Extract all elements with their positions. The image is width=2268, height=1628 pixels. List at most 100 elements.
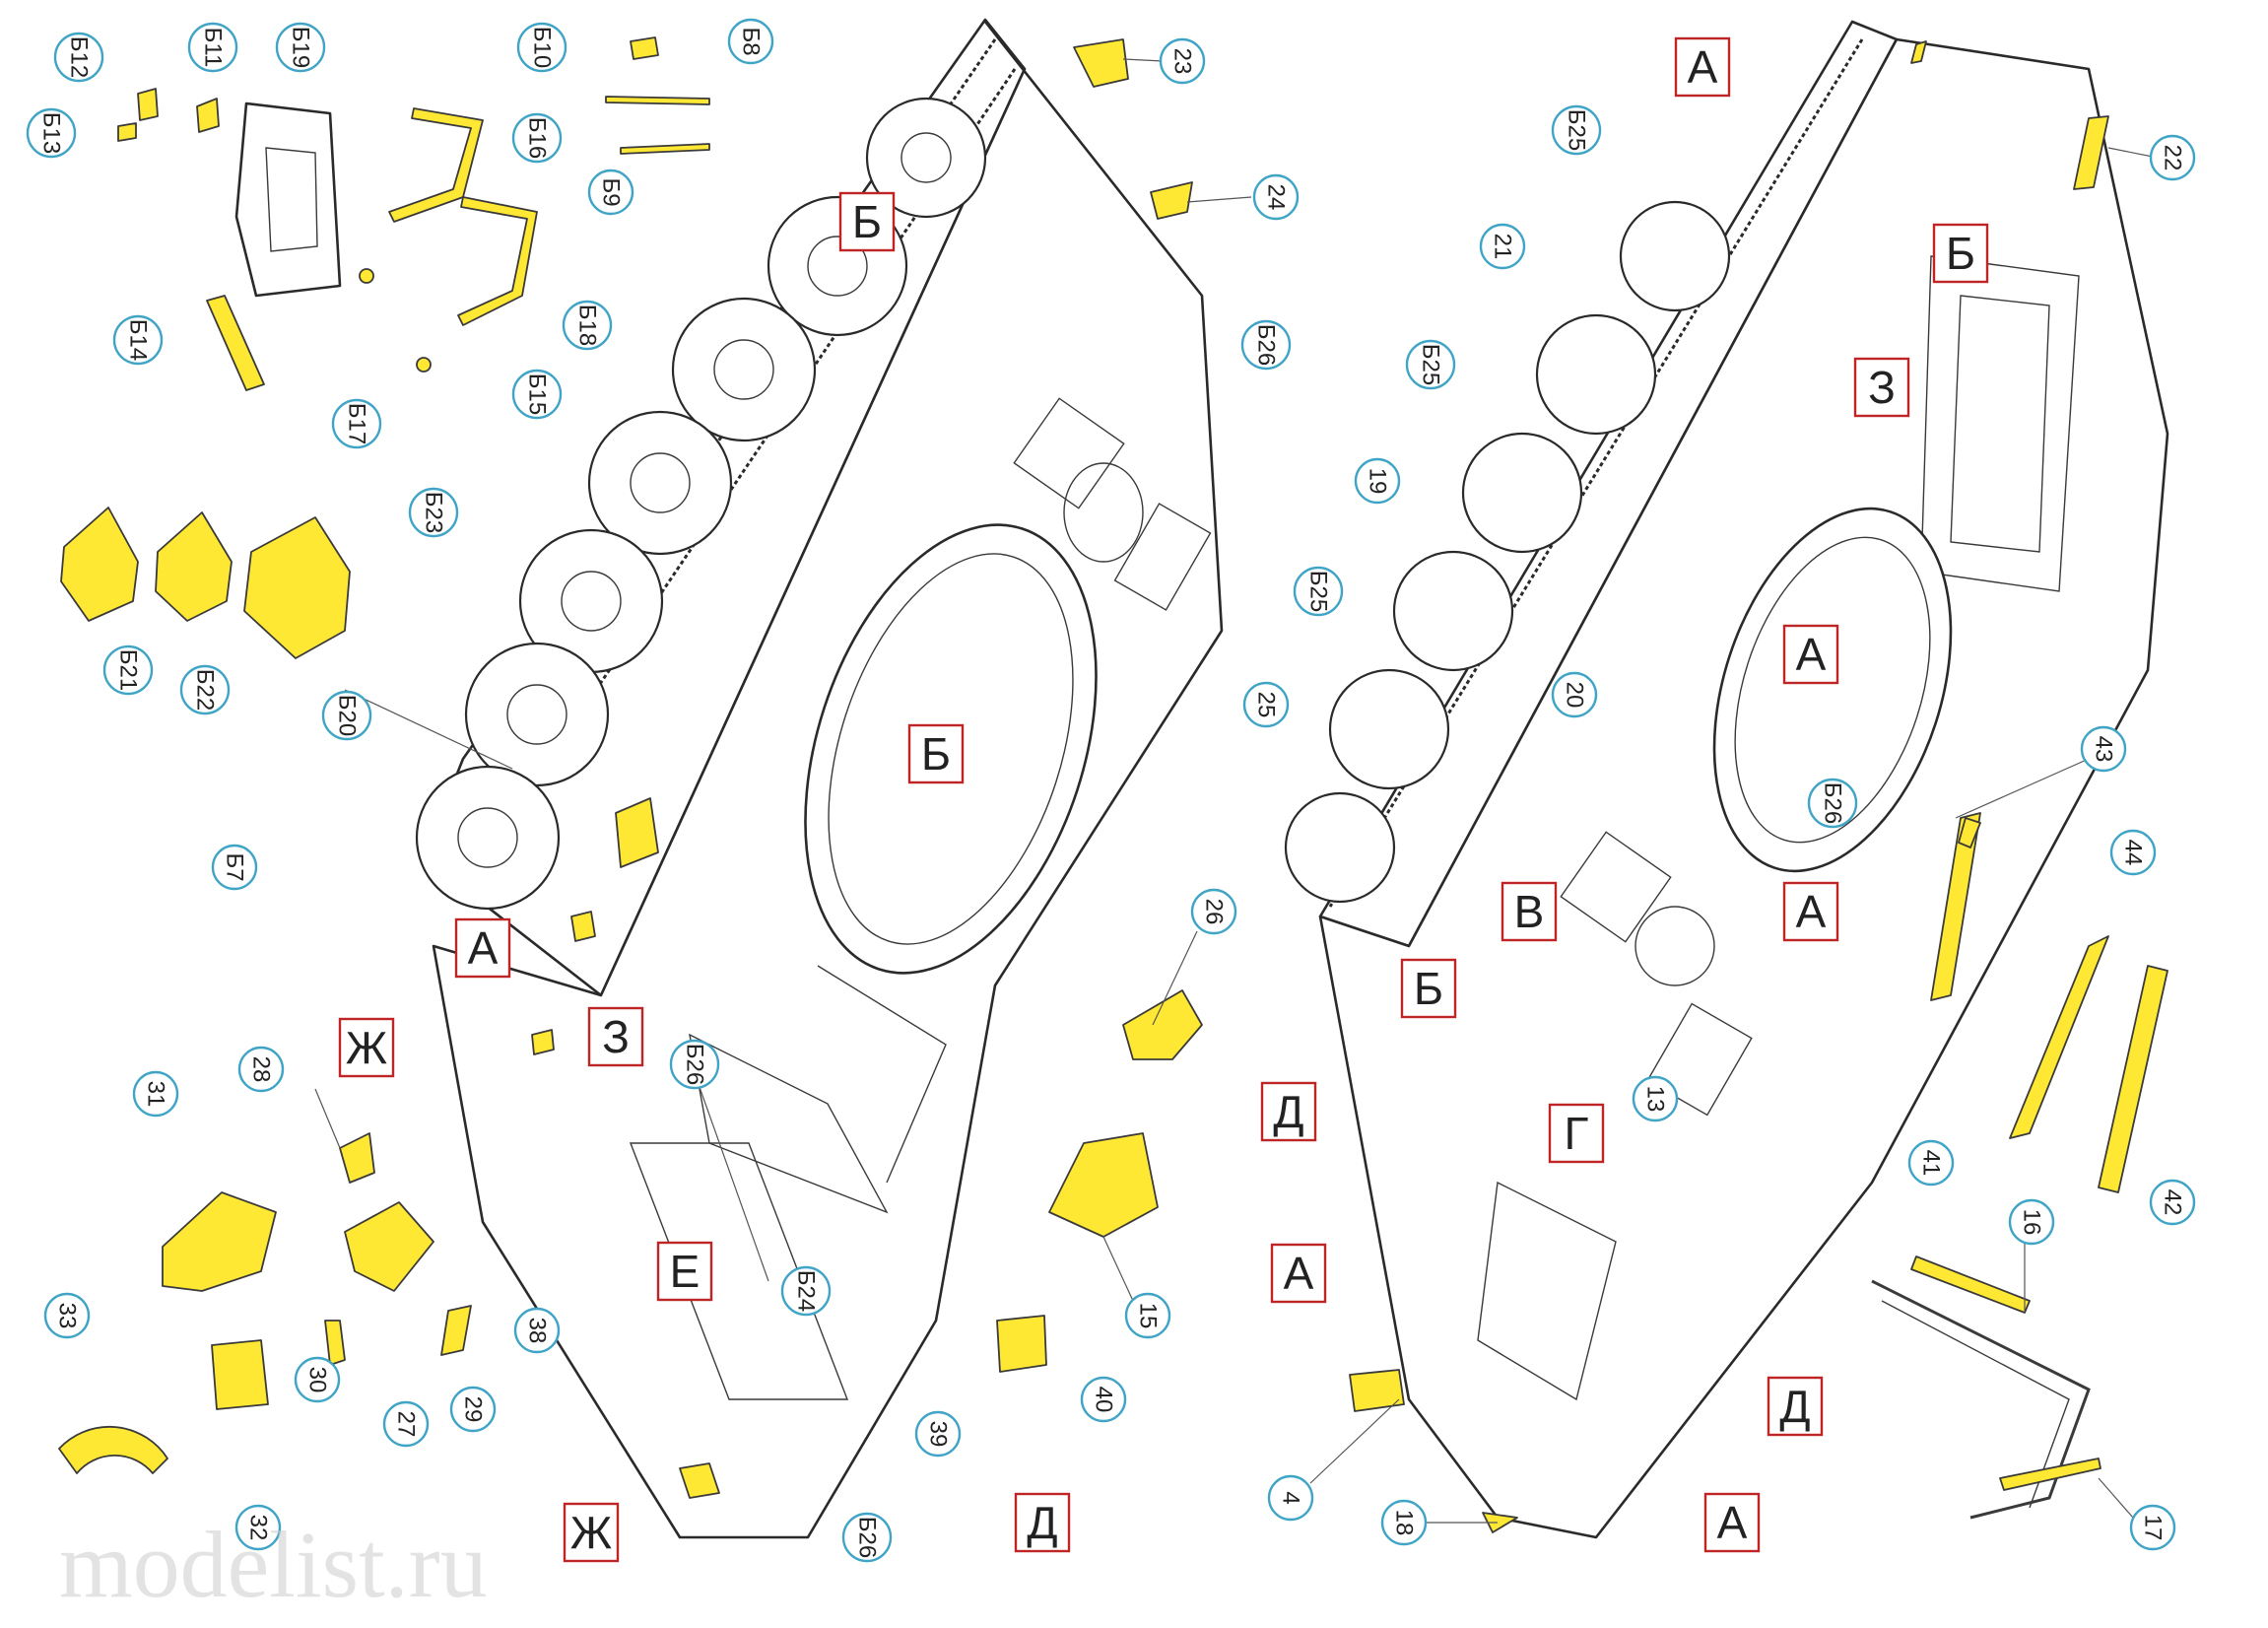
view-mark-box xyxy=(1782,624,1839,685)
part-15-spring xyxy=(1048,1132,1159,1238)
stowage-box xyxy=(234,102,342,298)
callout-circle xyxy=(1354,457,1401,505)
part-22 xyxy=(2073,115,2109,190)
callout-circle xyxy=(331,398,382,449)
callout-b7: Б7 xyxy=(211,844,258,891)
view-mark-letter: З xyxy=(1868,362,1896,413)
part-32 xyxy=(211,1339,269,1410)
callout-circle xyxy=(1632,1075,1679,1122)
callout-label: 16 xyxy=(2019,1209,2045,1236)
part-b10 xyxy=(630,36,659,60)
road-wheel xyxy=(464,642,610,787)
view-mark-va1: А xyxy=(454,917,511,979)
left-turret-ring-inner xyxy=(828,553,1074,945)
callout-label: Б7 xyxy=(222,852,248,881)
callout-circle xyxy=(179,664,231,715)
view-mark-vd2: Д xyxy=(1260,1081,1317,1142)
callout-circle xyxy=(43,1292,91,1339)
callout-b17: Б17 xyxy=(331,398,382,449)
callout-label: 32 xyxy=(245,1515,272,1541)
mounted-part xyxy=(615,797,659,868)
callout-b15: Б15 xyxy=(511,369,563,420)
callout-circle xyxy=(132,1070,179,1118)
callout-circle xyxy=(511,369,563,420)
callout-c30: 30 xyxy=(294,1356,341,1403)
callout-circle xyxy=(516,22,567,73)
callout-label: 13 xyxy=(1642,1086,1669,1113)
view-mark-letter: Г xyxy=(1565,1108,1589,1159)
callout-c42: 42 xyxy=(2149,1179,2196,1226)
part-41 xyxy=(2009,935,2109,1139)
view-mark-box xyxy=(1548,1103,1605,1164)
view-mark-box xyxy=(454,917,511,979)
callout-c39: 39 xyxy=(914,1410,962,1458)
tow-bar-strip-17 xyxy=(1999,1458,2101,1491)
view-mark-vd1: Д xyxy=(1014,1492,1071,1553)
callout-label: 20 xyxy=(1562,682,1588,709)
callout-b13: Б13 xyxy=(26,107,77,159)
callout-circle xyxy=(511,112,563,164)
callout-circle xyxy=(2149,134,2196,181)
callout-circle xyxy=(587,169,634,216)
callout-circle xyxy=(1242,681,1290,728)
view-mark-va6: А xyxy=(1703,1492,1761,1553)
view-mark-box xyxy=(1674,36,1731,98)
view-mark-vg1: Г xyxy=(1548,1103,1605,1164)
callout-b9: Б9 xyxy=(587,169,634,216)
view-mark-box xyxy=(587,1006,644,1067)
callout-label: 18 xyxy=(1391,1510,1418,1536)
callout-b14: Б14 xyxy=(112,314,164,366)
view-mark-letter: Д xyxy=(1027,1497,1057,1548)
callout-circle xyxy=(2008,1198,2055,1246)
view-mark-va4: А xyxy=(1782,881,1839,942)
callout-circle xyxy=(780,1265,832,1317)
mounted-part xyxy=(570,911,596,942)
callout-circle xyxy=(1293,566,1344,617)
road-wheel xyxy=(1328,668,1450,790)
road-wheel xyxy=(1461,432,1583,554)
callout-b26c: Б26 xyxy=(841,1512,893,1563)
view-mark-va3: А xyxy=(1782,624,1839,685)
callout-circle xyxy=(275,22,326,73)
callout-b10: Б10 xyxy=(516,22,567,73)
part-40 xyxy=(996,1315,1047,1373)
view-mark-vb1: Б xyxy=(838,191,896,252)
view-mark-box xyxy=(1932,223,1989,284)
right-hatch-2 xyxy=(1634,906,1715,986)
callout-label: Б25 xyxy=(1418,344,1444,385)
callout-label: Б16 xyxy=(524,117,551,159)
part-29 xyxy=(440,1305,472,1356)
callout-label: Б26 xyxy=(1820,782,1846,824)
left-panel-line xyxy=(817,965,947,1184)
mounted-part xyxy=(531,1029,555,1055)
part-b21 xyxy=(60,507,139,622)
callout-circle xyxy=(1080,1376,1127,1423)
callout-c38: 38 xyxy=(513,1307,561,1354)
view-mark-letter: Ж xyxy=(346,1022,387,1073)
part-28 xyxy=(339,1132,375,1184)
part-b15 xyxy=(457,196,538,326)
right-hatch-1 xyxy=(1560,831,1672,943)
part-small-top xyxy=(1910,40,1927,64)
callout-b26b: Б26 xyxy=(669,1039,720,1090)
callout-circle xyxy=(1551,104,1602,156)
callout-circle xyxy=(408,487,459,538)
callout-c18: 18 xyxy=(1380,1499,1428,1546)
part-b17a xyxy=(359,268,374,284)
callout-circle xyxy=(1190,888,1237,935)
part-26 xyxy=(1122,989,1203,1060)
callout-label: 21 xyxy=(1490,234,1516,260)
callout-c31: 31 xyxy=(132,1070,179,1118)
view-mark-box xyxy=(1853,357,1910,418)
callout-circle xyxy=(1240,319,1292,371)
callout-b11: Б11 xyxy=(187,22,238,73)
callout-b20: Б20 xyxy=(321,690,372,741)
view-mark-box xyxy=(907,723,965,784)
tow-bar-strip-16 xyxy=(1910,1255,2031,1314)
road-wheel xyxy=(1284,791,1396,904)
callout-label: 39 xyxy=(925,1421,952,1448)
view-mark-letter: Д xyxy=(1273,1086,1303,1137)
part-43 xyxy=(1958,817,1981,848)
